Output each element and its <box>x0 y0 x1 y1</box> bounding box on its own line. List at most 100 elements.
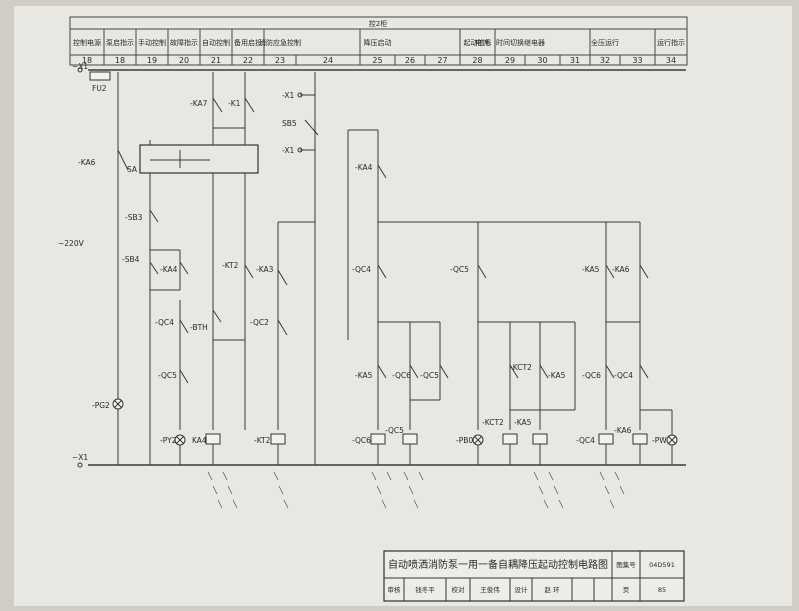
design-label: 设计 <box>515 585 529 594</box>
drawing-title: 自动喷洒消防泵一用一备自耦降压起动控制电路图 <box>388 558 608 571</box>
contact-reference-tick <box>418 471 424 481</box>
header-column-number: 18 <box>115 56 125 65</box>
header-column-number: 21 <box>211 56 221 65</box>
label-qc4c: -QC4 <box>614 371 633 380</box>
contact-reference-tick <box>553 485 559 495</box>
contact-reference-tick <box>212 485 218 495</box>
label-qc6-coil: -QC6 <box>352 436 371 445</box>
header-column-label: 故障指示 <box>170 38 198 47</box>
coil-row-left: -PY2 KA4 -KT2 <box>160 433 286 465</box>
label-ka3: -KA3 <box>256 265 274 274</box>
contact-reference-tick <box>408 485 414 495</box>
header-column-label: 手动控制 <box>138 38 166 47</box>
reviewer-name: 钱冬平 <box>415 585 435 594</box>
voltage-label: ~220V <box>58 239 85 248</box>
header-column-number: 26 <box>405 56 415 65</box>
contact-reference-tick <box>371 471 377 481</box>
contact-reference-tick <box>222 471 228 481</box>
power-buses: ~X1 ~X1 ~220V <box>58 62 686 468</box>
label-k1: -K1 <box>228 99 241 108</box>
header-column-number: 27 <box>437 56 447 65</box>
contact-reference-tick <box>619 485 625 495</box>
paper-background <box>14 6 792 606</box>
label-qc5b: -QC5 <box>450 265 469 274</box>
header-column-number: 18 <box>82 56 92 65</box>
label-ka5-coil: -KA5 <box>514 418 532 427</box>
contact-reference-tick <box>227 485 233 495</box>
contact-reference-tick <box>614 471 620 481</box>
label-qc5: -QC5 <box>158 371 177 380</box>
header-table: 控制电源18泵启指示18手动控制19故障指示20自动控制21备用启投22消防应急… <box>69 16 688 66</box>
contact-reference-tick <box>548 471 554 481</box>
label-xt2: -X1 <box>282 91 294 100</box>
label-ka5b: -KA5 <box>548 371 566 380</box>
label-pw: -PW <box>652 436 667 445</box>
header-column-number: 20 <box>179 56 189 65</box>
atlas-number: 04D591 <box>649 561 675 569</box>
header-group-label: 控2柜 <box>369 19 387 28</box>
label-qc2: -QC2 <box>250 318 269 327</box>
contact-reference-tick <box>558 499 564 509</box>
reduced-voltage-start: -KA4 -QC4 -KA5 -QC6 -QC5 -QC6 -QC5 <box>347 129 640 465</box>
label-pg2: -PG2 <box>92 401 110 410</box>
contact-reference-ticks <box>207 471 625 509</box>
header-column-number: 33 <box>632 56 642 65</box>
label-qc5-coil: -QC5 <box>385 426 404 435</box>
label-qc4: -QC4 <box>155 318 174 327</box>
header-column-number: 24 <box>323 56 333 65</box>
contact-reference-tick <box>413 499 419 509</box>
label-ka6b: -KA6 <box>612 265 630 274</box>
label-ka4b: -KA4 <box>355 163 373 172</box>
contact-reference-tick <box>207 471 213 481</box>
review-label: 审核 <box>388 585 402 594</box>
header-column-number: 31 <box>570 56 580 65</box>
header-column-number: 34 <box>666 56 676 65</box>
label-kt2: -KT2 <box>222 261 239 270</box>
header-column-number: 30 <box>537 56 547 65</box>
label-ka6-coil: -KA6 <box>614 426 632 435</box>
fire-emergency-control: -X1 SB5 -X1 <box>277 72 319 465</box>
label-ka6: -KA6 <box>78 158 96 167</box>
fuse-fu2: FU2 <box>89 71 111 93</box>
header-column-label: 运行指示 <box>657 38 685 47</box>
header-column-label: 控制电源 <box>73 38 101 47</box>
header-column-label: 备用启投 <box>234 38 262 47</box>
label-ka5: -KA5 <box>355 371 373 380</box>
contact-reference-tick <box>604 485 610 495</box>
kct2-coil <box>502 433 518 445</box>
page-label: 页 <box>623 586 630 594</box>
contact-reference-tick <box>232 499 238 509</box>
label-sb3: -SB3 <box>125 213 143 222</box>
contact-reference-tick <box>543 499 549 509</box>
contact-reference-tick <box>283 499 289 509</box>
label-sb4: -SB4 <box>122 255 140 264</box>
header-column-label: 自动控制 <box>202 38 230 47</box>
checker-name: 王俊伟 <box>480 585 500 594</box>
contact-reference-tick <box>217 499 223 509</box>
label-qc6: -QC6 <box>392 371 411 380</box>
label-kct2: -KCT2 <box>510 363 532 372</box>
column-18-circuit: -KA6 SA -PG2 <box>78 72 138 465</box>
qc6-coil <box>370 433 386 445</box>
label-kct2-coil: -KCT2 <box>482 418 504 427</box>
contact-reference-tick <box>403 471 409 481</box>
manual-start-branch: -SB3 -SB4 -KA4 -QC4 -QC5 -BTH <box>122 209 245 430</box>
auto-control-branch: -KT2 -KA3 -QC2 <box>222 261 274 327</box>
ka6-coil <box>632 433 648 445</box>
header-column-label: 泵启指示 <box>106 38 134 47</box>
check-label: 校对 <box>452 585 466 594</box>
label-kt2-coil: -KT2 <box>254 436 271 445</box>
label-sb5: SB5 <box>282 119 297 128</box>
header-column-label: 全压运行 <box>591 38 619 47</box>
bus-bottom-label: ~X1 <box>72 453 88 462</box>
page-number: 85 <box>658 586 666 594</box>
label-qc4b: -QC4 <box>352 265 371 274</box>
label-qc4-coil: -QC4 <box>576 436 595 445</box>
title-block: 自动喷洒消防泵一用一备自耦降压起动控制电路图 图集号 04D591 审核 钱冬平… <box>383 550 685 602</box>
label-qc6b: -QC6 <box>582 371 601 380</box>
header-column-number: 22 <box>243 56 253 65</box>
designer-name: 赵 环 <box>544 585 560 594</box>
contact-reference-tick <box>609 499 615 509</box>
